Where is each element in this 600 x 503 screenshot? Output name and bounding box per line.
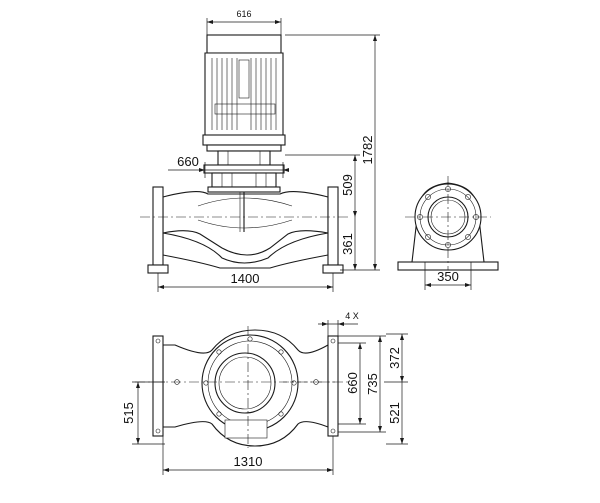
dim-total-height-label: 1782 xyxy=(360,136,375,165)
dim-side-length-label: 1400 xyxy=(231,271,260,286)
dim-plan-left-label: 515 xyxy=(121,402,136,424)
dim-plan-total: 735 xyxy=(338,335,386,433)
dim-upper-height: 509 xyxy=(285,154,360,217)
pump-casing xyxy=(140,186,350,274)
plan-view: 4 X 660 735 372 xyxy=(121,311,408,475)
dim-total-height: 1782 xyxy=(285,34,380,270)
dim-plan-lower-label: 521 xyxy=(387,402,402,424)
dim-holes-label: 4 X xyxy=(345,311,359,321)
dim-motor-width: 616 xyxy=(206,9,282,35)
dim-side-length: 1400 xyxy=(157,271,334,292)
dim-base-width: 350 xyxy=(424,262,472,290)
dim-plan-left: 515 xyxy=(121,381,165,445)
end-view: 350 xyxy=(397,176,499,290)
dim-lower-height-label: 361 xyxy=(340,233,355,255)
dim-upper-height-label: 509 xyxy=(340,174,355,196)
dim-plan-upper-label: 372 xyxy=(387,347,402,369)
motor xyxy=(202,34,286,193)
dim-flange-width-label: 660 xyxy=(177,154,199,169)
dim-plan-upper: 372 xyxy=(386,333,408,382)
dim-plan-width: 660 xyxy=(338,342,366,425)
dim-plan-length: 1310 xyxy=(162,436,334,475)
dim-flange-width: 660 xyxy=(168,154,289,178)
dim-lower-height: 361 xyxy=(340,217,380,271)
dim-holes: 4 X xyxy=(318,311,359,336)
front-elevation-view: 616 660 1782 509 361 xyxy=(140,9,380,292)
dim-plan-width-label: 660 xyxy=(345,372,360,394)
dim-plan-total-label: 735 xyxy=(365,373,380,395)
dim-plan-length-label: 1310 xyxy=(234,454,263,469)
dim-base-width-label: 350 xyxy=(437,269,459,284)
dim-plan-lower: 521 xyxy=(384,381,408,445)
dim-motor-width-label: 616 xyxy=(236,9,251,19)
